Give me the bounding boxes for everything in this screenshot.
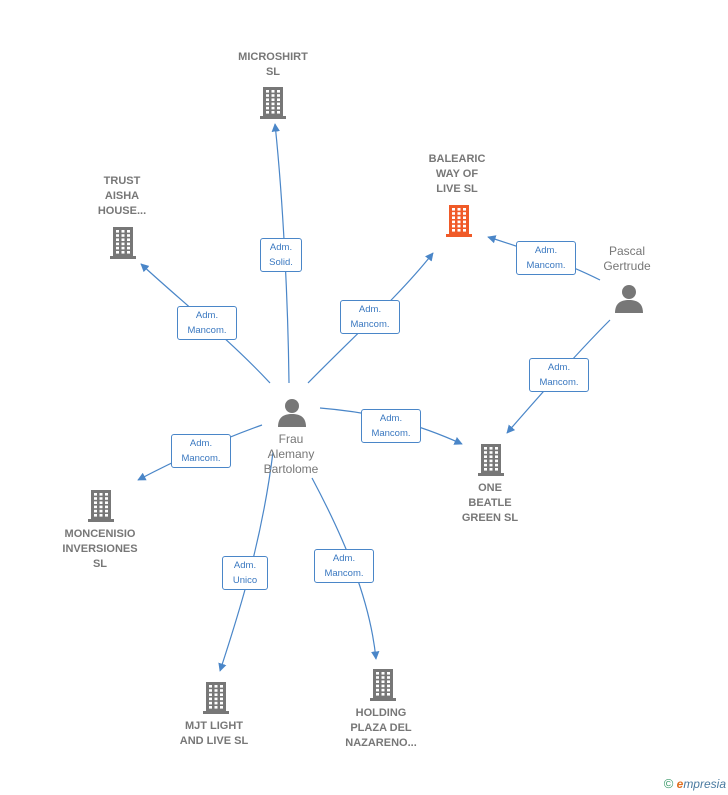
balearic-building-icon[interactable]	[446, 203, 472, 242]
microshirt-label[interactable]: MICROSHIRT SL	[238, 51, 308, 78]
edge-label-frau-moncenisio[interactable]: Adm. Mancom.	[171, 434, 231, 468]
edge-label-frau-microshirt[interactable]: Adm. Solid.	[260, 238, 302, 272]
balearic-label[interactable]: BALEARIC WAY OF LIVE SL	[428, 153, 486, 195]
copyright-symbol: ©	[663, 776, 674, 791]
edge-label-frau-holding[interactable]: Adm. Mancom.	[314, 549, 374, 583]
edge-label-pascal-one[interactable]: Adm. Mancom.	[529, 358, 589, 392]
edge-label-frau-one[interactable]: Adm. Mancom.	[361, 409, 421, 443]
one-building-icon[interactable]	[478, 442, 504, 481]
microshirt-building-icon[interactable]	[260, 85, 286, 124]
pascal-label[interactable]: Pascal Gertrude	[603, 244, 651, 273]
edge-label-frau-mjt[interactable]: Adm. Unico	[222, 556, 268, 590]
edge-label-pascal-balearic[interactable]: Adm. Mancom.	[516, 241, 576, 275]
moncenisio-building-icon[interactable]	[88, 488, 114, 527]
brand-initial: e	[676, 777, 684, 791]
one-label[interactable]: ONE BEATLE GREEN SL	[461, 482, 519, 524]
trust-building-icon[interactable]	[110, 225, 136, 264]
moncenisio-label[interactable]: MONCENISIO INVERSIONES SL	[62, 528, 138, 570]
frau-person-icon[interactable]	[277, 397, 307, 432]
edge-label-frau-balearic[interactable]: Adm. Mancom.	[340, 300, 400, 334]
mjt-building-icon[interactable]	[203, 680, 229, 719]
brand-name: mpresia	[683, 777, 726, 791]
empresia-watermark: © empresia	[664, 776, 726, 791]
edge-label-frau-trust[interactable]: Adm. Mancom.	[177, 306, 237, 340]
frau-label[interactable]: Frau Alemany Bartolome	[263, 432, 319, 476]
pascal-person-icon[interactable]	[614, 283, 644, 318]
trust-label[interactable]: TRUST AISHA HOUSE...	[97, 175, 147, 217]
mjt-label[interactable]: MJT LIGHT AND LIVE SL	[179, 720, 249, 747]
holding-label[interactable]: HOLDING PLAZA DEL NAZARENO...	[345, 707, 417, 749]
holding-building-icon[interactable]	[370, 667, 396, 706]
